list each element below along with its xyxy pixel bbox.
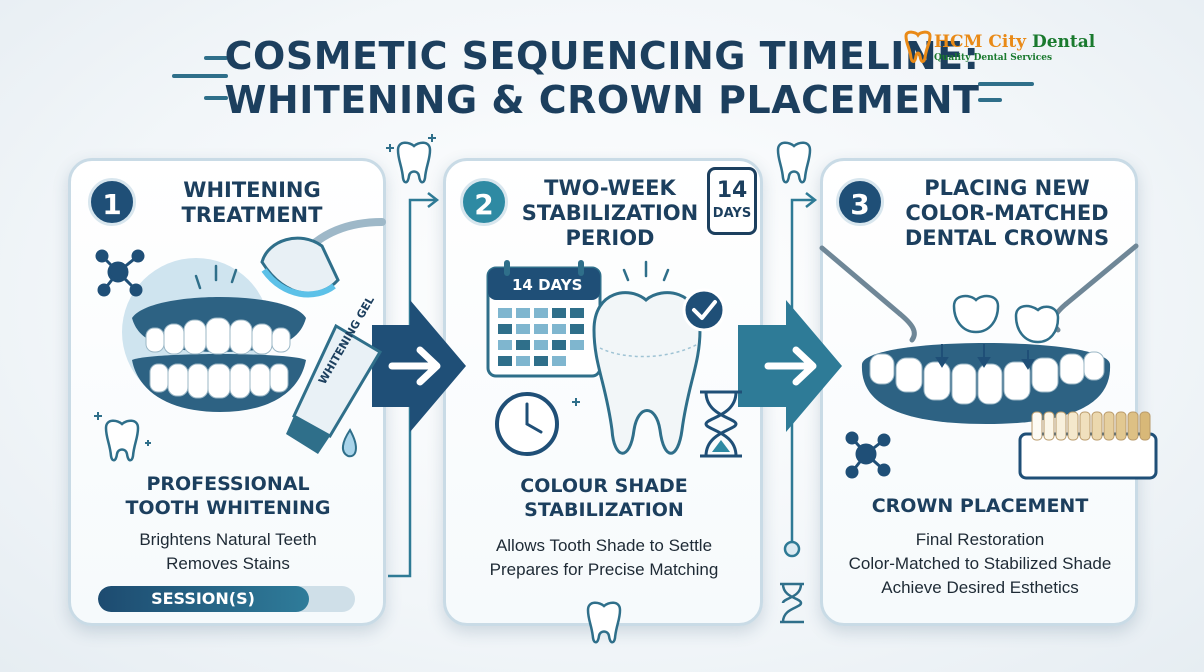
large-tooth-icon [592,291,702,455]
tooth-deco-icon [104,141,812,644]
connector-arrow-icon [805,192,818,208]
step-description-3-line1: Final Restoration [915,530,1045,549]
light-ray-icon [194,264,238,290]
calendar-grid [498,308,584,366]
step-heading-3-line3: Dental Crowns [904,226,1110,250]
days-badge: 14 DAYS [707,167,757,235]
clinic-logo: HCM City Dental Quality Dental Services [902,30,1095,70]
session-progress-fill [98,586,309,612]
step-description-2: Allows Tooth Shade to Settle Prepares fo… [446,534,762,582]
step-heading-1-line1: Whitening [183,178,321,202]
step-heading-3-line2: Color-Matched [905,201,1109,225]
step-subheading-2-line1: Colour Shade [520,475,688,497]
calendar-label: 14 DAYS [512,276,583,294]
connector-line [790,198,814,548]
step-heading-2-line1: Two-Week [544,176,676,200]
hourglass-deco-icon [780,582,804,624]
step-heading-3-line1: Placing New [924,176,1090,200]
molecule-icon [95,249,145,297]
title-deco-line [978,98,1002,102]
crown-icon [952,294,1060,344]
timeline-dot-icon [783,540,801,558]
placement-arrow-icon [935,344,1035,370]
tooth-logo-icon [904,30,932,63]
denture-icon [132,297,306,412]
clock-icon [495,392,559,456]
logo-name-part1: HCM City [934,32,1027,52]
checkmark-icon [682,288,726,332]
logo-tagline: Quality Dental Services [934,53,1053,63]
logo-name: HCM City Dental [934,32,1095,52]
page-title-line1: Cosmetic Sequencing Timeline: [224,34,980,78]
step-heading-2: Two-Week Stabilization Period [516,176,704,251]
step-heading-2-line3: Period [565,226,655,250]
step-description-3-line2: Color-Matched to Stabilized Shade [848,554,1112,573]
days-badge-text: DAYS [712,206,752,221]
step-description-2-line2: Prepares for Precise Matching [489,560,719,579]
gel-drop-icon [342,428,357,458]
whitening-lamp-icon [260,218,386,298]
step-subheading-1: Professional Tooth Whitening [70,472,386,520]
step-number-2: 2 [460,178,508,226]
title-deco-line [978,82,1034,86]
title-deco-line [204,56,228,60]
molecule-icon [845,431,891,479]
session-progress-bar: SESSION(S) [98,586,355,612]
title-deco-line [204,96,228,100]
step-heading-1: Whitening Treatment [140,178,364,228]
step-heading-2-line2: Stabilization [521,201,699,225]
step-heading-1-line2: Treatment [181,203,323,227]
step-description-1-line1: Brightens Natural Teeth [139,530,317,549]
hourglass-icon [700,390,742,458]
logo-name-part2: Dental [1026,32,1096,52]
step-number-1: 1 [88,178,136,226]
step-description-1: Brightens Natural Teeth Removes Stains [70,528,386,576]
title-deco-line [172,74,228,78]
page-title-line2: Whitening & Crown Placement [224,78,980,122]
sparkle-icon [94,134,580,446]
lower-teeth [869,351,1105,405]
days-badge-number: 14 [716,178,748,203]
session-label: SESSION(S) [151,589,255,608]
whitening-gel-tube-icon [286,323,383,454]
shade-guide-icon [1018,411,1158,480]
step-description-3-line3: Achieve Desired Esthetics [881,578,1079,597]
step-description-3: Final Restoration Color-Matched to Stabi… [822,528,1138,600]
step-number-3: 3 [836,178,884,226]
step-description-1-line2: Removes Stains [166,554,290,573]
shine-icon [622,260,670,282]
connector-arrow-icon [427,192,440,208]
page-title: Cosmetic Sequencing Timeline: Whitening … [0,34,1204,122]
step-subheading-3: Crown Placement [871,495,1089,517]
step-subheading-2: Colour Shade Stabilization [446,474,762,522]
step-heading-3: Placing New Color-Matched Dental Crowns [888,176,1126,251]
step-subheading-1-line1: Professional [146,473,310,495]
step-subheading-1-line2: Tooth Whitening [125,497,331,519]
step-subheading-2-line2: Stabilization [524,499,684,521]
step-description-2-line1: Allows Tooth Shade to Settle [495,536,713,555]
